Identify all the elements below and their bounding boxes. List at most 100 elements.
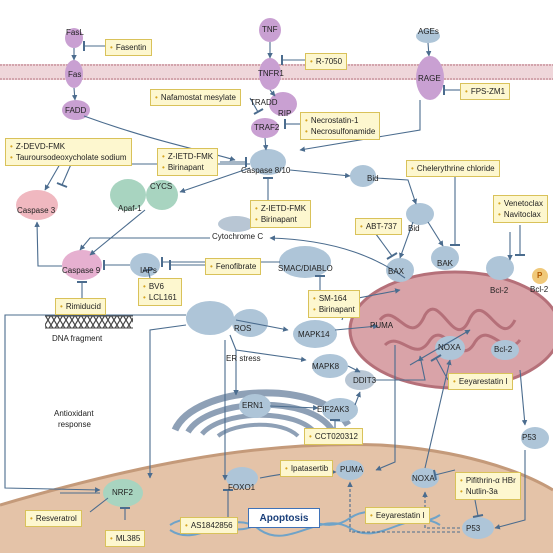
- label-mapk14: MAPK14: [298, 331, 330, 339]
- label-noxa-2: NOXA: [412, 475, 435, 483]
- mitochondrion: [350, 272, 553, 388]
- label-fas: Fas: [68, 71, 81, 79]
- label-caspase-8-10: Caspase 8/10: [241, 167, 290, 175]
- label-fadd: FADD: [65, 107, 86, 115]
- label-traf2: TRAF2: [254, 124, 279, 132]
- label-mapk8: MAPK8: [312, 363, 339, 371]
- label-antioxidant: Antioxidant: [54, 410, 94, 418]
- drug-necrostatin-1: Necrostatin-1: [305, 115, 375, 126]
- drug-box-rimiducid: Rimiducid: [55, 298, 106, 315]
- drug-box-chelerythrine: Chelerythrine chloride: [406, 160, 500, 177]
- drug-pifithrin: Pifithrin-α HBr: [460, 475, 516, 486]
- label-er-stress: ER stress: [226, 355, 261, 363]
- label-bcl2-b: Bcl-2: [530, 286, 548, 294]
- label-response: response: [58, 421, 91, 429]
- label-fasl: FasL: [66, 29, 84, 37]
- drug-box-necrostatin: Necrostatin-1 Necrosulfonamide: [300, 112, 380, 140]
- drug-box-zietd-2: Z-IETD-FMK Birinapant: [250, 200, 311, 228]
- drug-as1842856: AS1842856: [185, 520, 233, 531]
- drug-box-zdevd: Z-DEVD-FMK Tauroursodeoxycholate sodium: [5, 138, 132, 166]
- drug-box-bv6: BV6 LCL161: [138, 278, 182, 306]
- label-foxo1: FOXO1: [228, 484, 255, 492]
- label-ros: ROS: [234, 325, 251, 333]
- drug-zietd-fmk-1: Z-IETD-FMK: [162, 151, 213, 162]
- drug-zdevd-fmk: Z-DEVD-FMK: [10, 141, 127, 152]
- drug-birinapant-2: Birinapant: [255, 214, 306, 225]
- drug-eeyarestatin-1: Eeyarestatin I: [453, 376, 508, 387]
- label-smac-diablo: SMAC/DIABLO: [278, 265, 333, 273]
- label-caspase-9: Caspase 9: [62, 267, 100, 275]
- label-eif2ak3: EIF2AK3: [317, 406, 349, 414]
- drug-r7050: R-7050: [310, 56, 342, 67]
- label-rage: RAGE: [418, 75, 441, 83]
- drug-box-fpszm1: FPS-ZM1: [460, 83, 510, 100]
- label-iaps: IAPs: [140, 267, 157, 275]
- drug-rimiducid: Rimiducid: [60, 301, 101, 312]
- drug-tauroursodeoxycholate: Tauroursodeoxycholate sodium: [10, 152, 127, 163]
- label-nrf2: NRF2: [112, 489, 133, 497]
- drug-zietd-fmk-2: Z-IETD-FMK: [255, 203, 306, 214]
- drug-box-r7050: R-7050: [305, 53, 347, 70]
- apoptosis-label: Apoptosis: [248, 508, 320, 528]
- drug-fasentin: Fasentin: [110, 42, 147, 53]
- drug-box-nafamostat: Nafamostat mesylate: [150, 89, 241, 106]
- drug-box-pifithrin: Pifithrin-α HBr Nutlin-3a: [455, 472, 521, 500]
- drug-fenofibrate: Fenofibrate: [210, 261, 256, 272]
- label-puma-1: PUMA: [370, 322, 393, 330]
- label-puma-2: PUMA: [340, 466, 363, 474]
- label-tnf: TNF: [262, 26, 278, 34]
- label-bax: BAX: [388, 268, 404, 276]
- label-phospho: P: [537, 272, 542, 280]
- label-noxa-1: NOXA: [438, 344, 461, 352]
- drug-nafamostat: Nafamostat mesylate: [155, 92, 236, 103]
- label-p53-b: P53: [466, 525, 480, 533]
- label-ern1: ERN1: [242, 402, 263, 410]
- label-cycs: CYCS: [150, 183, 172, 191]
- label-bcl2-c: Bcl-2: [494, 346, 512, 354]
- label-ddit3: DDIT3: [353, 377, 376, 385]
- drug-birinapant-1: Birinapant: [162, 162, 213, 173]
- drug-box-resveratrol: Resveratrol: [25, 510, 82, 527]
- drug-ml385: ML385: [110, 533, 140, 544]
- dna-fragment-graphic: [45, 316, 133, 328]
- drug-box-ml385: ML385: [105, 530, 145, 547]
- drug-box-as1842856: AS1842856: [180, 517, 238, 534]
- label-cytochrome-c: Cytochrome C: [212, 233, 263, 241]
- drug-ipatasertib: Ipatasertib: [285, 463, 328, 474]
- drug-eeyarestatin-2: Eeyarestatin I: [370, 510, 425, 521]
- label-ages: AGEs: [418, 28, 439, 36]
- drug-box-venetoclax: Venetoclax Navitoclax: [493, 195, 548, 223]
- drug-nutlin-3a: Nutlin-3a: [460, 486, 516, 497]
- drug-lcl161: LCL161: [143, 292, 177, 303]
- label-caspase-3: Caspase 3: [17, 207, 55, 215]
- label-tnfr1: TNFR1: [258, 70, 284, 78]
- drug-box-eeyarestatin-2: Eeyarestatin I: [365, 507, 430, 524]
- label-bid: Bid: [367, 175, 379, 183]
- drug-box-eeyarestatin-1: Eeyarestatin I: [448, 373, 513, 390]
- label-tradd: TRADD: [250, 99, 278, 107]
- label-dna-fragment: DNA fragment: [52, 335, 102, 343]
- drug-chelerythrine: Chelerythrine chloride: [411, 163, 495, 174]
- drug-resveratrol: Resveratrol: [30, 513, 77, 524]
- drug-box-sm164: SM-164 Birinapant: [308, 290, 360, 318]
- drug-box-abt737: ABT-737: [355, 218, 402, 235]
- drug-fpszm1: FPS-ZM1: [465, 86, 505, 97]
- drug-box-fenofibrate: Fenofibrate: [205, 258, 261, 275]
- drug-navitoclax: Navitoclax: [498, 209, 543, 220]
- label-bcl2-a: Bcl-2: [490, 287, 508, 295]
- label-apaf-1: Apaf-1: [118, 205, 142, 213]
- drug-venetoclax: Venetoclax: [498, 198, 543, 209]
- label-rip: RIP: [278, 110, 291, 118]
- drug-box-ipatasertib: Ipatasertib: [280, 460, 333, 477]
- drug-box-fasentin: Fasentin: [105, 39, 152, 56]
- drug-cct020312: CCT020312: [309, 431, 358, 442]
- label-bak: BAK: [437, 260, 453, 268]
- drug-abt737: ABT-737: [360, 221, 397, 232]
- drug-box-zietd-1: Z-IETD-FMK Birinapant: [157, 148, 218, 176]
- drug-sm164: SM-164: [313, 293, 355, 304]
- drug-box-cct020312: CCT020312: [304, 428, 363, 445]
- drug-bv6: BV6: [143, 281, 177, 292]
- label-p53-a: P53: [522, 434, 536, 442]
- drug-birinapant-3: Birinapant: [313, 304, 355, 315]
